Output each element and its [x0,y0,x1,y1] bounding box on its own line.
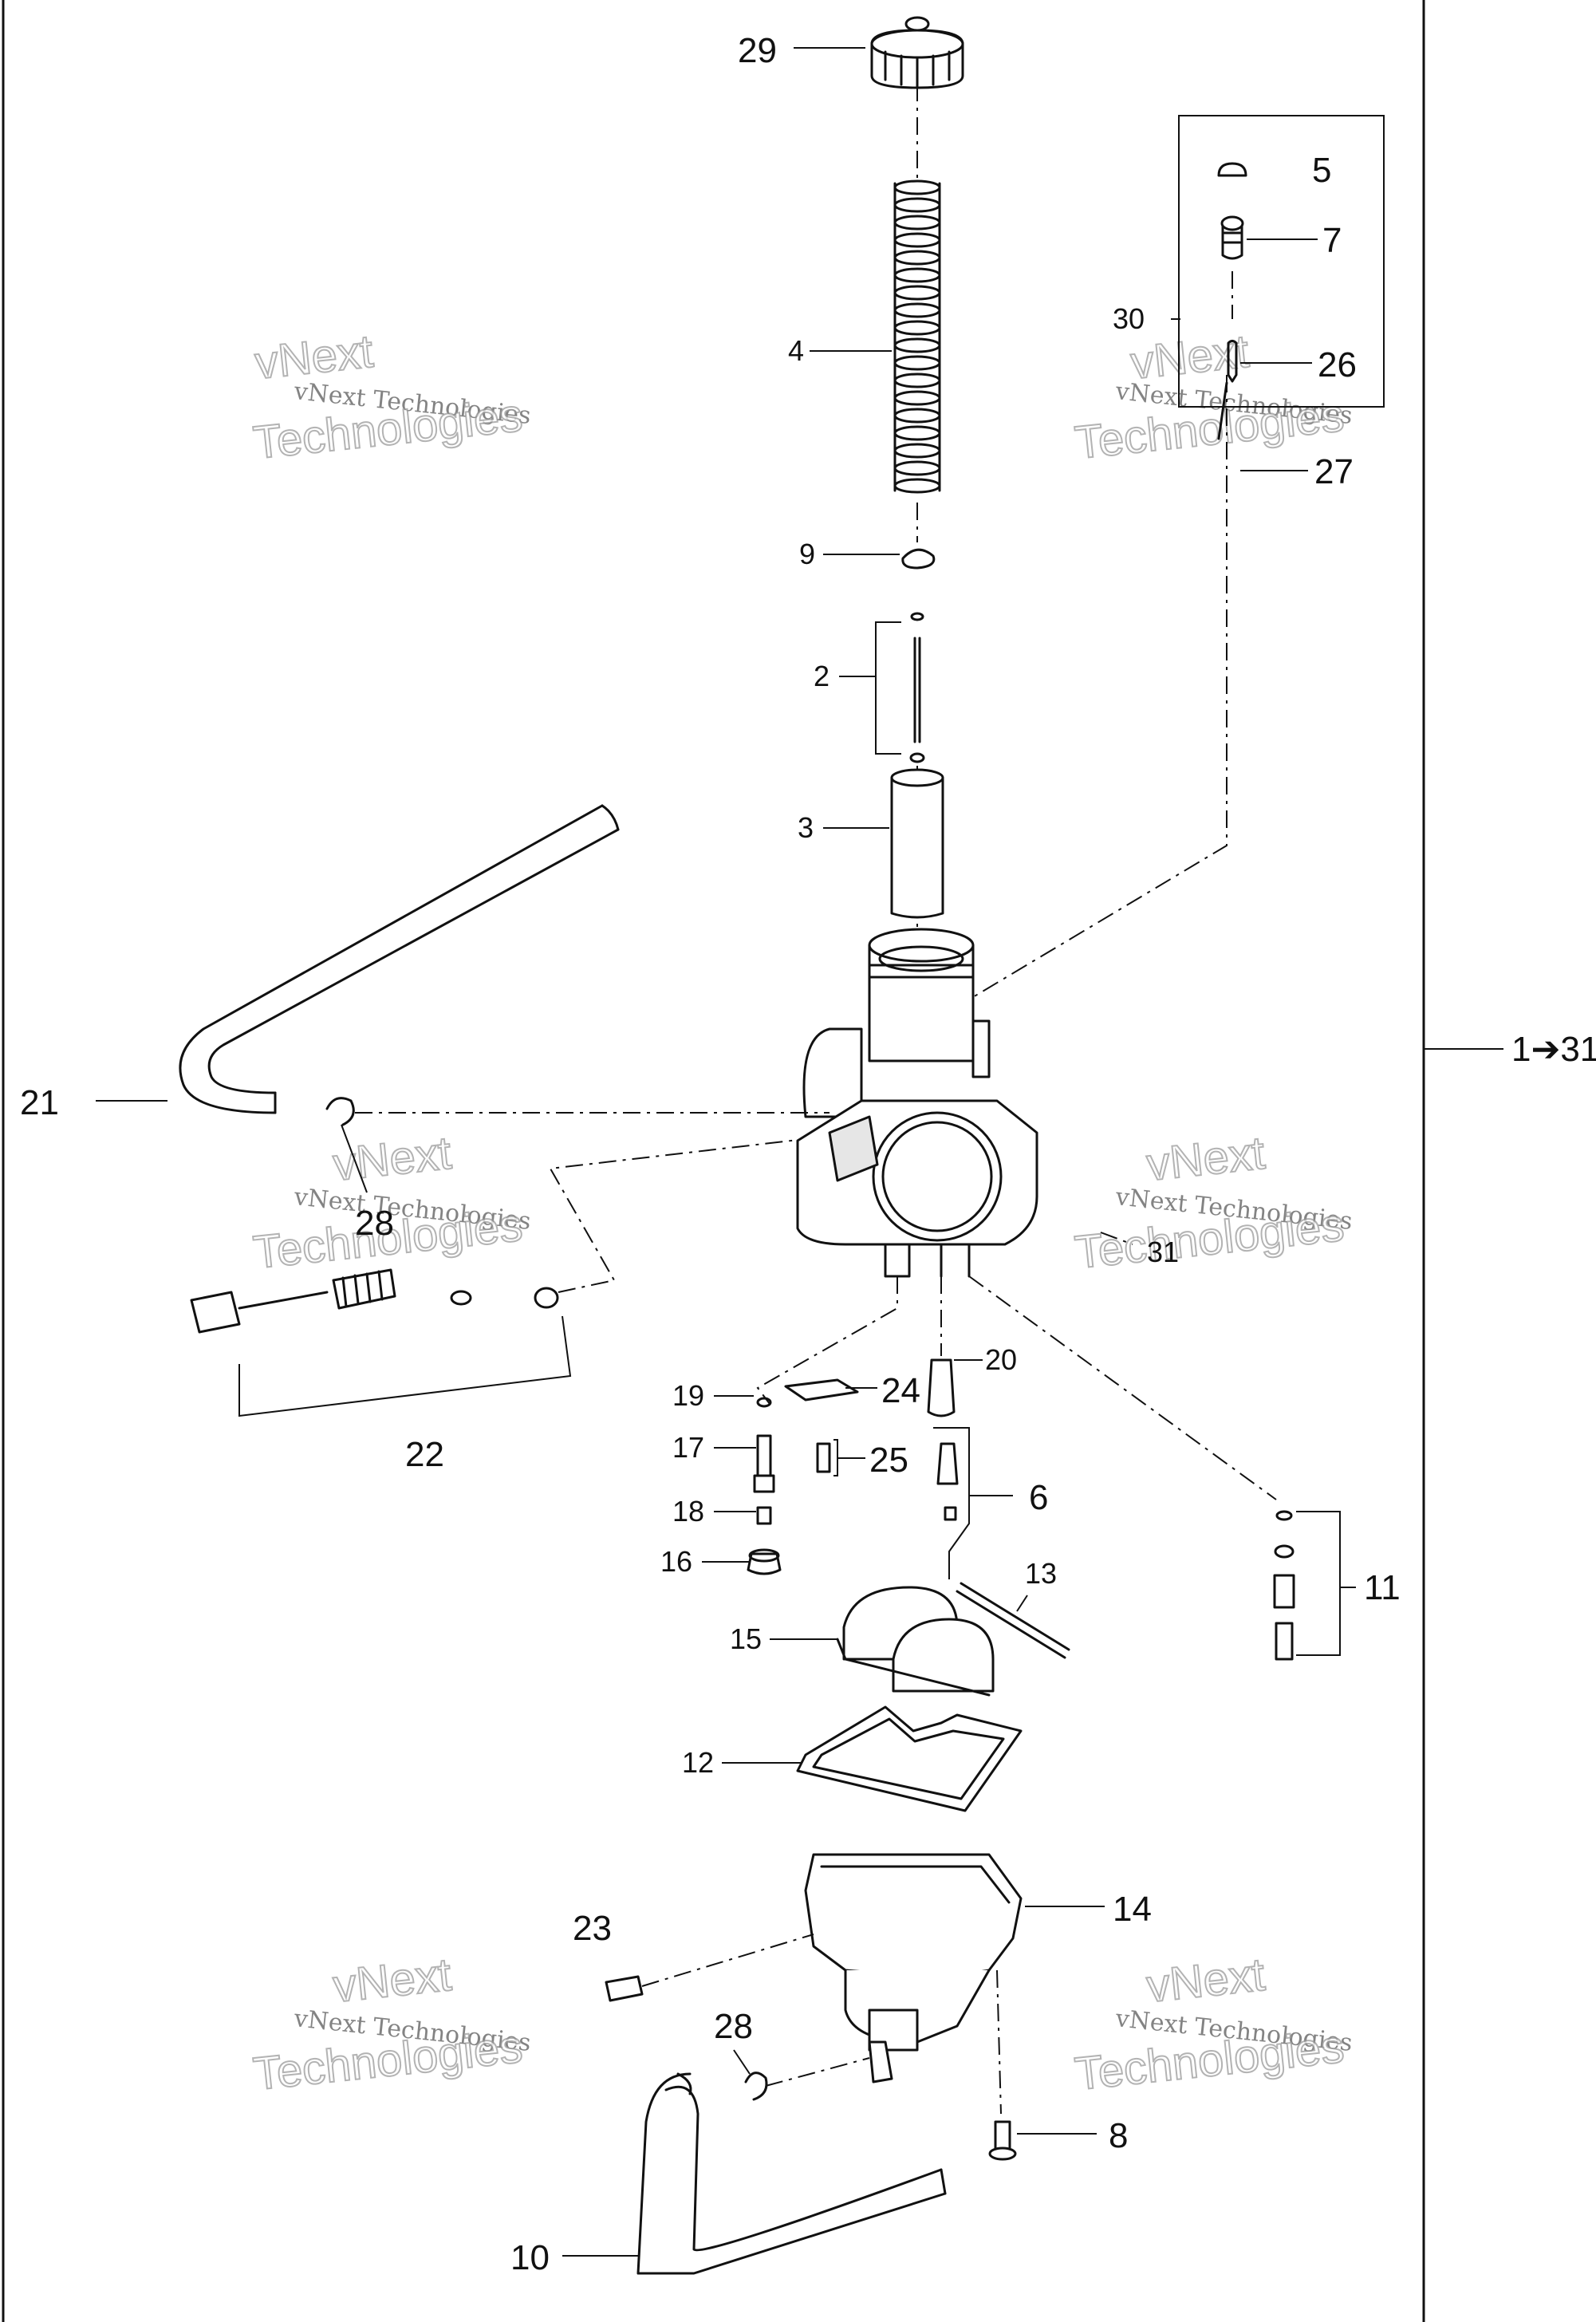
part-pilot-screw [190,1136,826,1417]
part-needle [875,612,925,763]
callout-4-label: 4 [788,334,804,367]
callout-12: 12 [682,1746,802,1779]
callout-9-label: 9 [799,538,815,570]
svg-text:vNext: vNext [331,1127,454,1191]
watermark-middle-left: vNext vNext Technologies Technologies [250,1126,533,1279]
part-bowl-screw [988,1969,1017,2161]
callout-22-label: 22 [405,1435,444,1474]
callout-8: 8 [1017,2116,1128,2155]
callout-31-label: 31 [1147,1236,1179,1268]
kit-box [972,115,1385,998]
callout-22: 22 [405,1435,444,1474]
callout-14: 14 [1025,1890,1152,1929]
callout-10: 10 [510,2238,638,2277]
callout-30: 30 [1113,302,1180,335]
callout-5: 5 [1312,151,1331,190]
svg-text:vNext: vNext [331,1949,454,2013]
callout-8-label: 8 [1109,2116,1128,2155]
watermark-middle-right: vNext vNext Technologies Technologies [1072,1126,1354,1279]
range-label: 1➔31 [1511,1030,1596,1069]
callout-17-label: 17 [672,1431,704,1464]
callout-6: 6 [1029,1478,1048,1517]
callout-20: 20 [954,1343,1017,1376]
callout-3: 3 [798,811,889,844]
callout-11: 11 [1364,1568,1401,1607]
part-cap [870,16,964,89]
callout-3-label: 3 [798,811,814,844]
callout-29-label: 29 [738,31,777,70]
callout-27: 27 [1240,452,1354,491]
callout-29: 29 [738,31,865,70]
callout-18-label: 18 [672,1495,704,1528]
part-clip [901,548,936,570]
part-idle-screw [1273,1510,1356,1661]
callout-13-label: 13 [1025,1557,1057,1590]
callout-25-label: 25 [869,1441,908,1480]
callout-27-label: 27 [1314,452,1354,491]
watermark-top-right: vNext vNext Technologies Technologies [1072,325,1354,470]
callout-17: 17 [672,1431,756,1464]
callout-9: 9 [799,538,900,570]
callout-7-label: 7 [1322,221,1342,260]
callout-19: 19 [672,1379,754,1412]
svg-text:vNext: vNext [1145,1127,1267,1191]
part-jets-left [747,1397,782,1575]
callout-23-label: 23 [573,1909,612,1948]
callout-2-label: 2 [814,660,830,692]
part-drain-screw [605,1934,814,2002]
part-upper-hose [179,804,620,1114]
callout-21: 21 [20,1083,167,1122]
callout-26: 26 [1240,345,1357,384]
part-spring [893,179,941,494]
callout-4: 4 [788,334,892,367]
watermark-bottom-right: vNext vNext Technologies Technologies [1072,1948,1354,2101]
callout-18: 18 [672,1495,756,1528]
part-slide [890,768,944,919]
part-carb-body [796,928,1038,1278]
callout-21-label: 21 [20,1083,59,1122]
part-float [836,1582,1070,1697]
callout-28-bottom: 28 [714,2007,753,2075]
callout-7: 7 [1247,221,1342,260]
callout-24-label: 24 [881,1371,920,1410]
callout-2: 2 [814,660,876,692]
part-lower-hose [636,2072,947,2275]
range-indicator: 1➔31 [1424,1030,1596,1069]
callout-15: 15 [730,1622,837,1655]
callout-28-top-label: 28 [355,1204,394,1243]
watermark-bottom-left: vNext vNext Technologies Technologies [250,1948,533,2101]
part-hose-clip-left [325,1097,355,1126]
part-float-valve [933,1427,1013,1579]
callout-28-bottom-label: 28 [714,2007,753,2046]
callout-15-label: 15 [730,1622,762,1655]
callout-30-label: 30 [1113,302,1145,335]
callout-26-label: 26 [1318,345,1357,384]
callout-6-label: 6 [1029,1478,1048,1517]
callout-16-label: 16 [660,1545,692,1578]
part-hose-clip-bottom [744,2057,870,2101]
callout-24: 24 [845,1371,920,1410]
dash-connections [355,1112,1277,1500]
watermark-top-left: vNext vNext Technologies Technologies [250,325,533,470]
callout-23: 23 [573,1909,612,1948]
svg-text:vNext: vNext [1145,1949,1267,2013]
callout-12-label: 12 [682,1746,714,1779]
part-float-bowl [804,1853,1023,2083]
part-gasket [796,1705,1023,1812]
callout-28-top: 28 [341,1124,394,1243]
callout-10-label: 10 [510,2238,550,2277]
diagram-frame [2,0,1425,2322]
callout-19-label: 19 [672,1379,704,1412]
part-plate-screw [784,1358,956,1473]
svg-text:vNext: vNext [1129,325,1251,389]
callout-11-label: 11 [1364,1568,1401,1607]
callout-13: 13 [1016,1557,1057,1612]
callout-20-label: 20 [985,1343,1017,1376]
callout-25: 25 [833,1439,908,1480]
callout-31: 31 [1147,1236,1179,1268]
callout-14-label: 14 [1113,1890,1152,1929]
callout-5-label: 5 [1312,151,1331,190]
callout-16: 16 [660,1545,750,1578]
